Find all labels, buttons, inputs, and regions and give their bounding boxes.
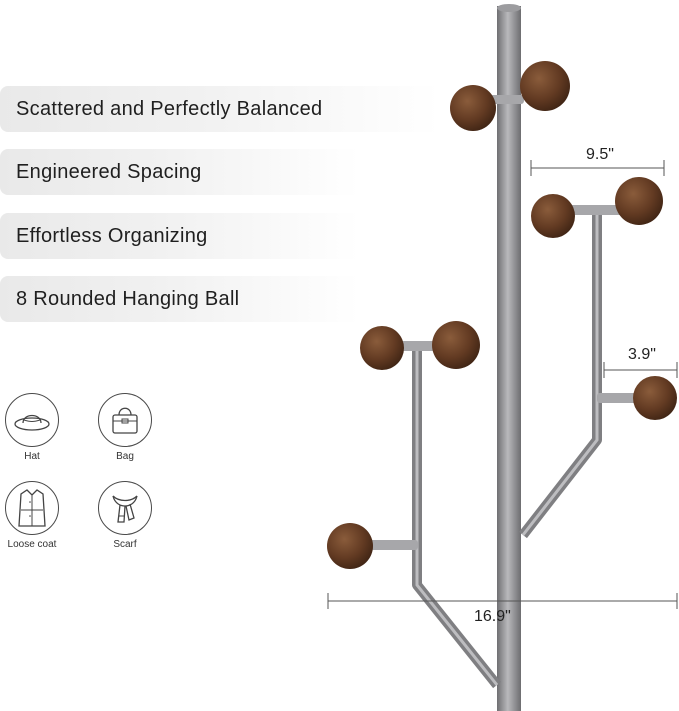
usage-hat: Hat [0,393,64,462]
dimension-side-label: 3.9" [626,346,658,364]
dimension-base-label: 16.9" [474,608,511,625]
dimension-top [530,160,665,176]
hanging-ball [327,523,373,569]
usage-label: Loose coat [7,539,57,550]
hanging-ball [432,321,480,369]
usage-label: Hat [24,451,40,462]
feature-engineered-spacing: Engineered Spacing [0,149,360,195]
dimension-top-label: 9.5" [584,146,616,164]
usage-bag: Bag [93,393,157,462]
hanging-ball [450,85,496,131]
feature-scattered-balanced: Scattered and Perfectly Balanced [0,86,440,132]
hanging-ball [531,194,575,238]
hat-icon [14,414,50,431]
hanging-ball [615,177,663,225]
feature-label: Scattered and Perfectly Balanced [16,97,323,120]
coat-icon [18,489,46,527]
usage-loose-coat: Loose coat [0,481,64,550]
feature-label: Effortless Organizing [16,224,208,247]
dimension-side [603,362,678,378]
main-pole [497,6,521,711]
hanging-ball [633,376,677,420]
feature-effortless-organizing: Effortless Organizing [0,213,360,259]
feature-rounded-hanging-ball: 8 Rounded Hanging Ball [0,276,360,322]
bag-icon [112,407,138,434]
hanging-ball [520,61,570,111]
feature-label: 8 Rounded Hanging Ball [16,287,240,310]
hanging-ball [360,326,404,370]
left-side-arm [358,540,418,550]
feature-label: Engineered Spacing [16,160,202,183]
scarf-icon [112,495,138,523]
pole-cap [497,4,521,12]
usage-label: Scarf [113,539,137,550]
usage-label: Bag [116,451,134,462]
usage-scarf: Scarf [93,481,157,550]
dimension-base [327,593,678,609]
